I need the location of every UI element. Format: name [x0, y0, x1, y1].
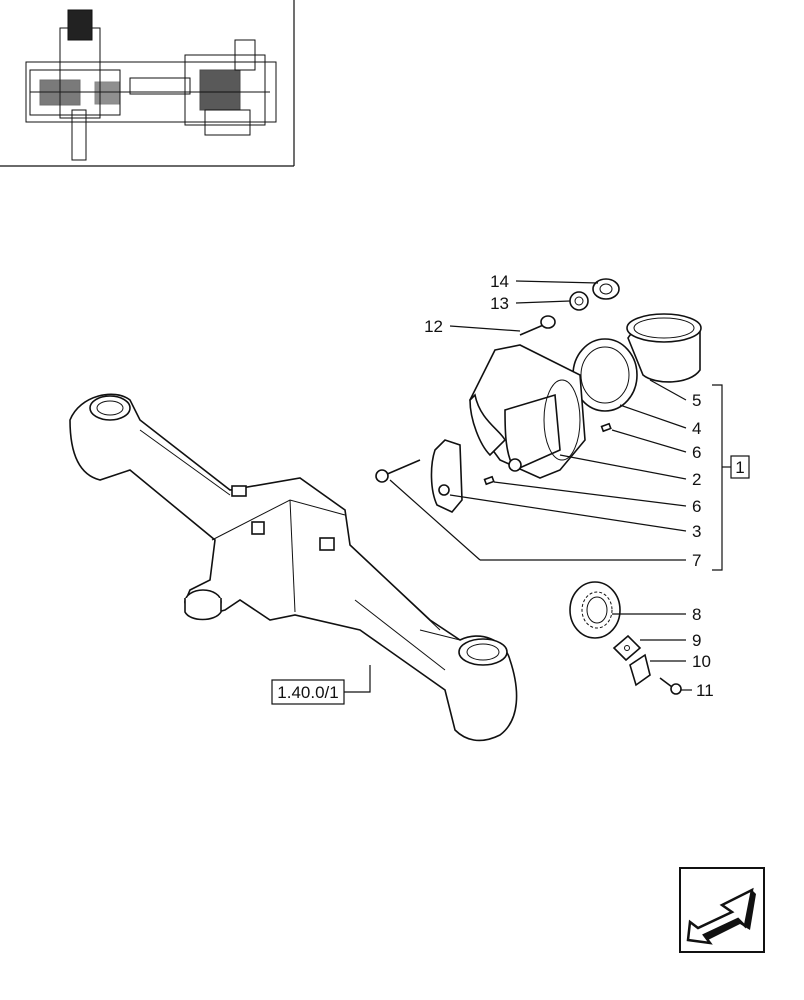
callout-9: 9: [692, 631, 701, 650]
arrow-left-down-icon: [686, 887, 756, 945]
callout-8: 8: [692, 605, 701, 624]
part-12-bolt: [519, 315, 556, 336]
part-5-bushing: [626, 313, 702, 383]
callout-6-lower: 6: [692, 497, 701, 516]
group-box[interactable]: 1: [730, 455, 750, 479]
part-6-pin-upper: [600, 422, 612, 433]
reference-box[interactable]: 1.40.0/1: [271, 665, 371, 705]
callout-2: 2: [692, 470, 701, 489]
part-6-pin-lower: [483, 475, 495, 486]
part-7-bolt: [375, 459, 421, 483]
part-10-bracket: [629, 653, 651, 687]
callout-4: 4: [692, 419, 701, 438]
callout-3: 3: [692, 522, 701, 541]
part-13-washer: [569, 291, 589, 311]
leader-lines: [389, 280, 692, 691]
part-4-seal: [572, 338, 638, 412]
part-2-support: [469, 344, 586, 479]
axle-cross-section-thumbnail: [25, 9, 277, 161]
callout-12: 12: [424, 317, 443, 336]
axle-housing: [69, 393, 518, 742]
part-11-screw: [659, 677, 682, 695]
callout-labels: 14 13 12 5 4 6 2 6 3 7 8 9 10 11: [424, 272, 714, 700]
part-9-plate: [612, 634, 642, 662]
callout-6-upper: 6: [692, 443, 701, 462]
part-3-cap: [430, 439, 463, 513]
reference-label: 1.40.0/1: [277, 683, 338, 702]
callout-7: 7: [692, 551, 701, 570]
thumbnail-inset: [0, 0, 295, 167]
nav-arrow-button[interactable]: [679, 867, 765, 953]
part-8-gear: [569, 581, 621, 639]
group-box-label: 1: [735, 458, 744, 477]
callout-11: 11: [696, 681, 714, 700]
callout-14: 14: [490, 272, 509, 291]
group-bracket: [712, 384, 731, 571]
callout-5: 5: [692, 391, 701, 410]
callout-13: 13: [490, 294, 509, 313]
callout-10: 10: [692, 652, 711, 671]
part-14-nut: [592, 278, 620, 300]
